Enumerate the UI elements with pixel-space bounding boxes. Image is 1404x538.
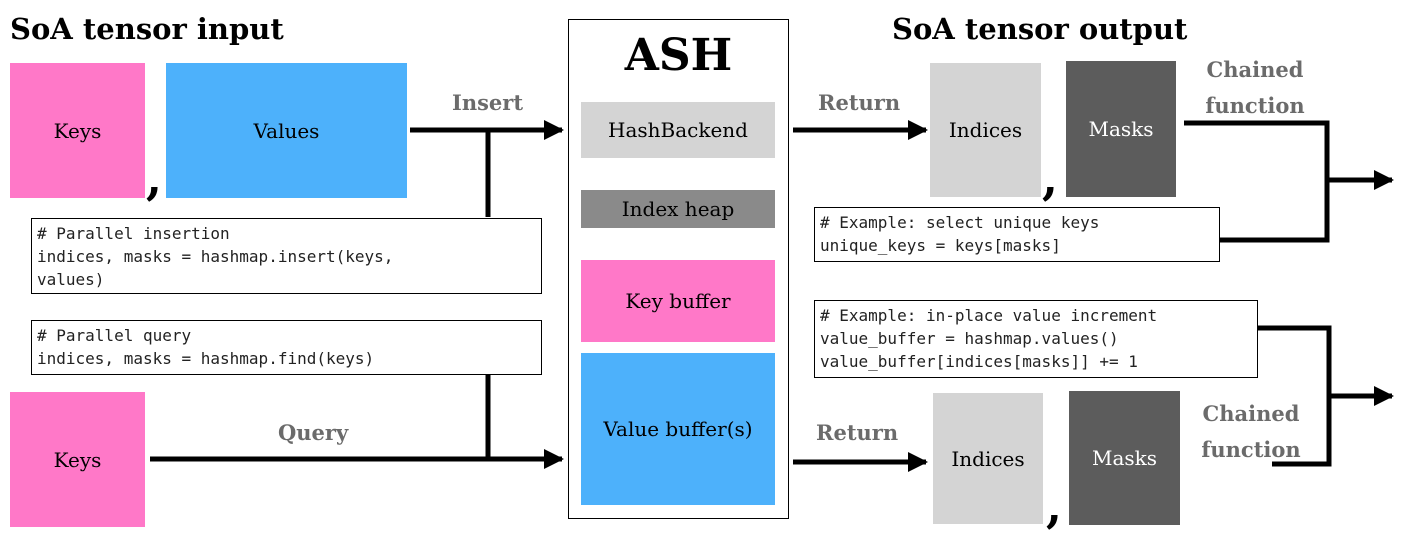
chained-function-top-label: Chained function xyxy=(1190,52,1320,124)
output-comma-top: , xyxy=(1042,151,1059,205)
output-indices-bottom: Indices xyxy=(933,393,1043,524)
insert-label: Insert xyxy=(452,90,524,115)
query-keys-box: Keys xyxy=(10,392,145,527)
code-line: # Parallel insertion xyxy=(37,224,230,243)
query-label: Query xyxy=(278,420,349,445)
chained-line: function xyxy=(1205,93,1305,118)
code-line: # Parallel query xyxy=(37,326,192,345)
increment-code-block: # Example: in-place value increment valu… xyxy=(814,300,1258,378)
input-values-box: Values xyxy=(166,63,407,198)
chained-line: Chained xyxy=(1202,401,1300,426)
code-line: value_buffer = hashmap.values() xyxy=(820,329,1119,348)
output-comma-bottom: , xyxy=(1046,479,1063,533)
value-buffer-box: Value buffer(s) xyxy=(581,353,775,505)
chained-line: function xyxy=(1201,437,1301,462)
input-keys-box: Keys xyxy=(10,63,145,198)
input-heading: SoA tensor input xyxy=(10,12,284,46)
output-indices-top: Indices xyxy=(930,63,1041,197)
output-masks-bottom: Masks xyxy=(1069,391,1180,525)
return-top-label: Return xyxy=(818,90,901,115)
hash-backend-box: HashBackend xyxy=(581,102,775,158)
code-line: # Example: select unique keys xyxy=(820,213,1100,232)
input-comma: , xyxy=(146,151,163,205)
code-line: unique_keys = keys[masks] xyxy=(820,236,1061,255)
code-line: values) xyxy=(37,270,105,289)
ash-title: ASH xyxy=(624,30,733,81)
key-buffer-box: Key buffer xyxy=(581,260,775,342)
insertion-code-block: # Parallel insertion indices, masks = ha… xyxy=(31,218,542,294)
return-bottom-label: Return xyxy=(816,420,899,445)
output-heading: SoA tensor output xyxy=(892,12,1188,46)
chained-function-bottom-label: Chained function xyxy=(1186,396,1316,468)
code-line: indices, masks = hashmap.find(keys) xyxy=(37,349,375,368)
query-code-block: # Parallel query indices, masks = hashma… xyxy=(31,320,542,375)
code-line: # Example: in-place value increment xyxy=(820,306,1158,325)
chained-line: Chained xyxy=(1206,57,1304,82)
code-line: value_buffer[indices[masks]] += 1 xyxy=(820,352,1138,371)
code-line: indices, masks = hashmap.insert(keys, xyxy=(37,247,394,266)
index-heap-box: Index heap xyxy=(581,190,775,228)
output-masks-top: Masks xyxy=(1066,61,1176,197)
unique-keys-code-block: # Example: select unique keys unique_key… xyxy=(814,207,1220,262)
